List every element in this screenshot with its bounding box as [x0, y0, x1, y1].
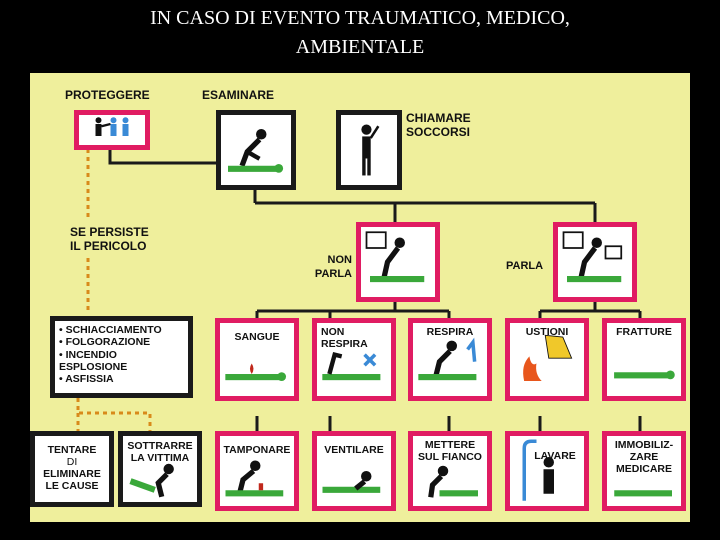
- calling-help-pictogram: [361, 124, 380, 176]
- slide-title: IN CASO DI EVENTO TRAUMATICO, MEDICO, AM…: [0, 4, 720, 62]
- panel-ventilare: VENTILARE: [312, 431, 396, 511]
- label-respira: RESPIRA: [426, 326, 474, 338]
- label-ustioni: USTIONI: [525, 326, 569, 338]
- panel-non-parla: [356, 222, 440, 302]
- bleeding-pictogram: [225, 363, 287, 382]
- panel-proteggere: [74, 110, 150, 150]
- breathing-pictogram: [418, 337, 477, 381]
- panel-parla: [553, 222, 637, 302]
- panel-tamponare: TAMPONARE: [215, 431, 299, 511]
- label-lavare: LAVARE: [534, 450, 576, 462]
- hazard-list: • SCHIACCIAMENTO• FOLGORAZIONE• INCENDIO…: [59, 324, 162, 386]
- label-sangue: SANGUE: [234, 331, 280, 343]
- label-esaminare: ESAMINARE: [202, 88, 275, 102]
- immobilize-pictogram: [614, 490, 672, 497]
- panel-lavare: LAVARE: [505, 431, 589, 511]
- fractures-pictogram: [614, 370, 675, 380]
- title-line-1: IN CASO DI EVENTO TRAUMATICO, MEDICO,: [150, 7, 570, 29]
- not-breathing-pictogram: [322, 352, 381, 381]
- label-ventilare: VENTILARE: [324, 444, 384, 456]
- panel-hazards: • SCHIACCIAMENTO• FOLGORAZIONE• INCENDIO…: [50, 316, 193, 398]
- silent-victim-pictogram: [365, 231, 425, 283]
- label-proteggere: PROTEGGERE: [65, 88, 150, 102]
- recovery-position-pictogram: [428, 465, 478, 498]
- drag-victim-pictogram: [129, 463, 174, 498]
- apply-pressure-pictogram: [225, 460, 284, 497]
- label-parla: PARLA: [506, 260, 544, 272]
- panel-ustioni: USTIONI: [505, 318, 589, 401]
- label-fratture: FRATTURE: [616, 326, 672, 338]
- panel-esaminare: [216, 110, 296, 190]
- panel-respira: RESPIRA: [408, 318, 492, 401]
- wash-pictogram: [522, 439, 554, 501]
- examine-victim-pictogram: [228, 129, 284, 173]
- rescuers-pictogram: [95, 117, 129, 136]
- panel-fratture: FRATTURE: [602, 318, 686, 401]
- panel-chiamare: [336, 110, 402, 190]
- ventilate-pictogram: [322, 471, 381, 493]
- panel-sangue: SANGUE: [215, 318, 299, 401]
- title-line-2: AMBIENTALE: [295, 36, 425, 58]
- burns-pictogram: [523, 334, 573, 382]
- talking-victim-pictogram: [562, 231, 623, 283]
- connector-lines: [76, 149, 642, 431]
- label-tamponare: TAMPONARE: [223, 444, 291, 456]
